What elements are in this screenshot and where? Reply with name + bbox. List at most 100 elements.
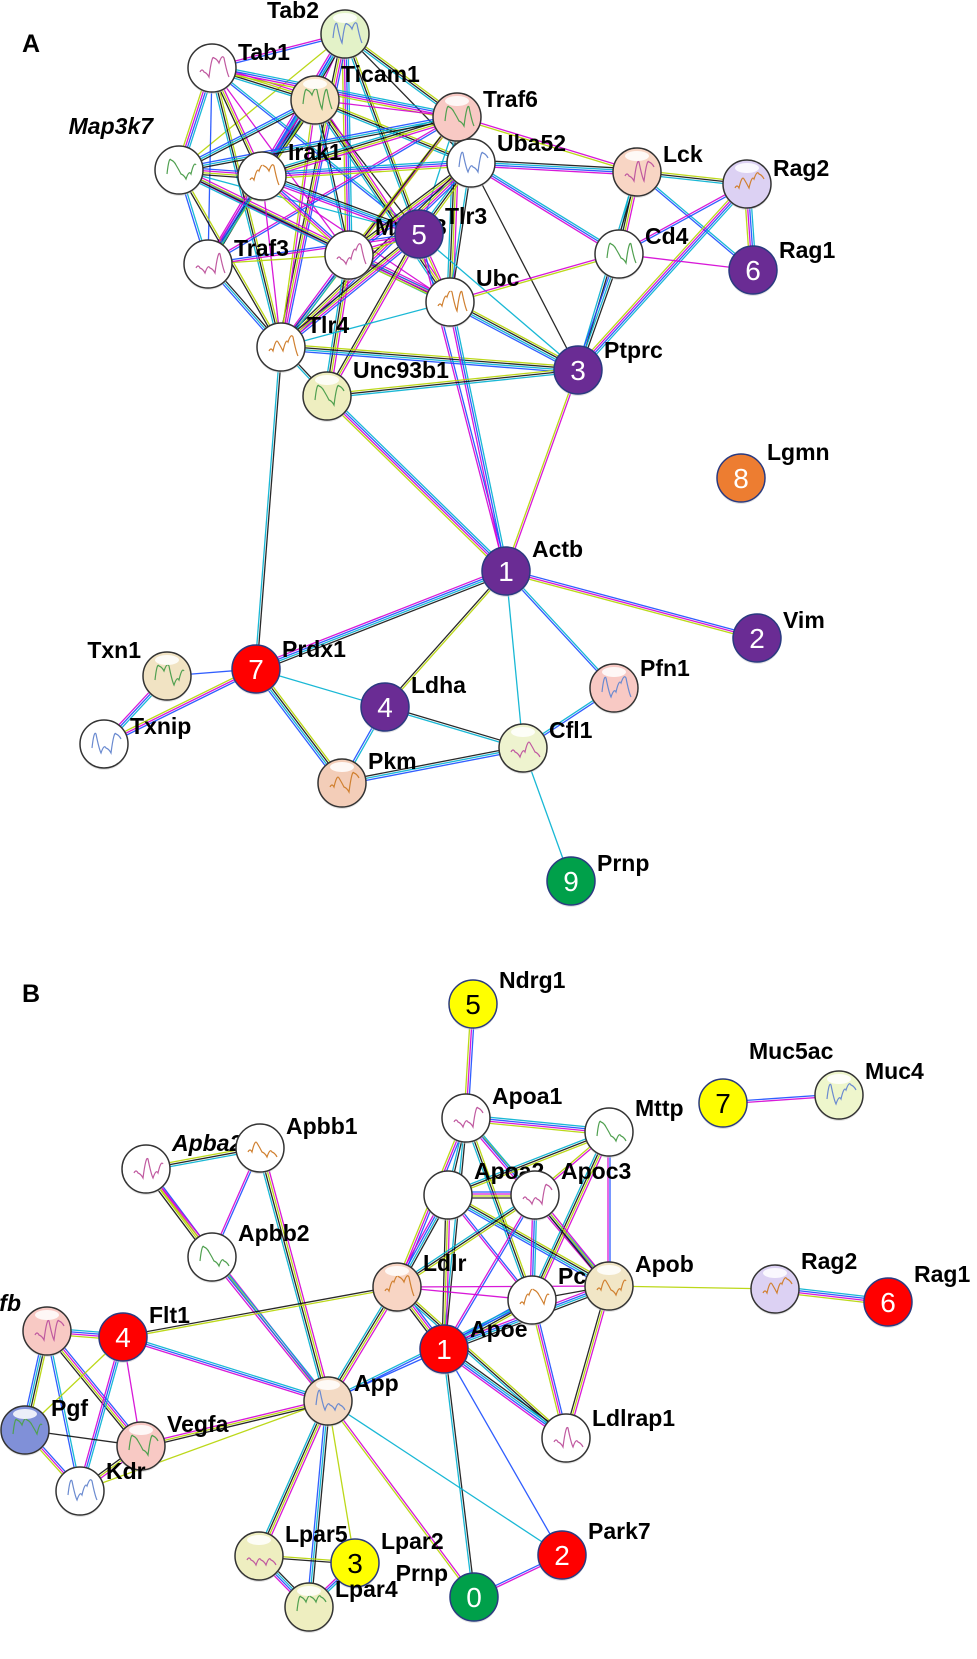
edge-line: [324, 397, 505, 574]
node-label: Prnp: [597, 850, 649, 876]
node-apoa2[interactable]: Apoa2: [423, 1158, 544, 1221]
node-tab1[interactable]: Tab1: [187, 39, 290, 94]
edge-apbb2-app: [209, 1255, 331, 1403]
node-ldlr[interactable]: Ldlr: [372, 1250, 466, 1313]
node-apba2[interactable]: Apba2: [121, 1130, 243, 1195]
node-circle: [79, 719, 129, 769]
node-rag2[interactable]: Rag2: [750, 1248, 857, 1315]
edge-apoe-park7: [443, 1348, 563, 1556]
edge-line: [328, 1400, 476, 1597]
node-app[interactable]: App: [303, 1370, 399, 1427]
edge-line: [576, 182, 747, 370]
edge-line: [450, 254, 620, 304]
node-vegfb[interactable]: Vegfb: [0, 1290, 72, 1357]
node-muc4[interactable]: Muc4: [814, 1058, 924, 1121]
edge-ticam1-tlr4: [279, 99, 317, 348]
node-label: Ndrg1: [499, 967, 566, 993]
node-label: Tab1: [238, 39, 290, 65]
edge-line: [637, 170, 755, 270]
edge-apoa1-pcsk9: [463, 1117, 535, 1301]
node-mttp[interactable]: Mttp: [584, 1095, 684, 1158]
node-pfn1[interactable]: Pfn1: [589, 655, 690, 714]
edge-line: [279, 161, 471, 347]
edge-line: [327, 371, 579, 399]
node-circle: [303, 1376, 353, 1426]
structure-glyph: [195, 252, 226, 276]
structure-glyph: [596, 1279, 627, 1297]
node-circle: [55, 1466, 105, 1516]
node-apoa1[interactable]: Apoa1: [441, 1083, 563, 1144]
node-cd4[interactable]: Cd4: [594, 223, 689, 280]
edge-apbb1-app: [256, 1147, 332, 1402]
node-apbb2[interactable]: Apbb2: [187, 1220, 310, 1283]
node-vegfa[interactable]: Vegfa: [116, 1411, 229, 1472]
structure-glyph: [67, 1479, 98, 1502]
node-pkm[interactable]: Pkm: [317, 748, 417, 809]
edge-line: [122, 1336, 329, 1402]
node-label: Apob: [635, 1251, 694, 1277]
edge-mttp-pcsk9: [528, 1130, 613, 1302]
node-rag2[interactable]: Rag2: [722, 155, 829, 210]
structure-glyph: [249, 164, 280, 186]
node-kdr[interactable]: Kdr: [55, 1458, 146, 1517]
node-ldlrap1[interactable]: Ldlrap1: [541, 1405, 675, 1464]
node-txnip[interactable]: Txnip: [79, 713, 191, 770]
edge-line: [255, 569, 506, 669]
node-traf6[interactable]: Traf6: [432, 86, 538, 143]
edge-app-park7: [327, 1400, 563, 1556]
edge-rag2-ptprc: [575, 181, 750, 373]
node-circle: [510, 1170, 560, 1220]
node-traf3[interactable]: Traf3: [183, 235, 289, 290]
edge-line: [444, 1195, 537, 1350]
node-cfl1[interactable]: Cfl1: [498, 717, 593, 774]
edge-tab2-map3k7: [178, 33, 346, 171]
structure-glyph: [437, 290, 468, 314]
node-pgf[interactable]: Pgf: [0, 1395, 88, 1456]
node-apoc3[interactable]: Apoc3: [510, 1158, 631, 1221]
edge-tlr3-unc93b1: [324, 232, 422, 398]
node-unc93b1[interactable]: Unc93b1: [302, 357, 449, 422]
node-highlight: [316, 1380, 340, 1390]
node-apbb1[interactable]: Apbb1: [235, 1113, 358, 1174]
node-txn1[interactable]: Txn1: [87, 637, 192, 702]
node-ticam1[interactable]: Ticam1: [290, 61, 420, 126]
node-irak1[interactable]: Irak1: [237, 139, 342, 202]
node-highlight: [200, 47, 224, 57]
node-label: Apoc3: [561, 1158, 631, 1184]
node-ubc[interactable]: Ubc: [425, 265, 520, 328]
edge-line: [396, 1285, 610, 1288]
node-lck[interactable]: Lck: [612, 141, 703, 198]
node-label: Rag1: [914, 1261, 970, 1287]
node-label: Apba2: [171, 1130, 243, 1156]
edge-line: [104, 670, 258, 747]
node-uba52[interactable]: Uba52: [446, 130, 566, 189]
node-apob[interactable]: Apob: [584, 1251, 694, 1312]
edge-line: [348, 161, 471, 255]
edge-line: [256, 571, 507, 671]
node-lpar5[interactable]: Lpar5: [234, 1521, 348, 1582]
node-circle: [183, 239, 233, 289]
node-lpar4[interactable]: Lpar4: [284, 1576, 398, 1633]
node-label: Ldlr: [423, 1250, 466, 1276]
node-map3k7[interactable]: Map3k7: [69, 113, 204, 196]
node-tab2[interactable]: Tab2: [267, 0, 370, 60]
edge-line: [579, 185, 750, 373]
node-tlr4[interactable]: Tlr4: [256, 312, 349, 373]
